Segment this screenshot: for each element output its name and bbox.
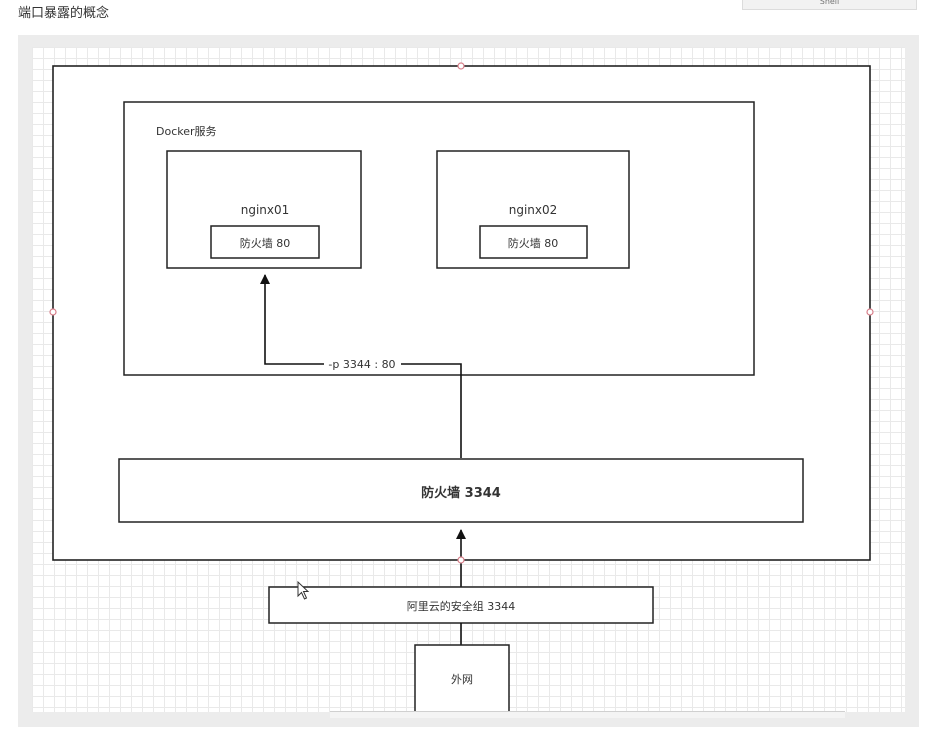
nginx02-firewall-label: 防火墙 80 xyxy=(508,236,559,250)
internet-label: 外网 xyxy=(451,673,473,686)
selection-handle-top[interactable] xyxy=(457,62,465,70)
port-mapping-label: -p 3344 : 80 xyxy=(328,358,395,371)
nginx02-label: nginx02 xyxy=(509,203,558,217)
selection-handle-bottom[interactable] xyxy=(457,556,465,564)
nginx01-firewall-label: 防火墙 80 xyxy=(240,236,291,250)
top-tab[interactable]: Shell xyxy=(742,0,917,10)
nginx02-firewall-box[interactable] xyxy=(479,225,588,259)
mouse-cursor-icon xyxy=(297,580,310,600)
security-group-box[interactable] xyxy=(268,586,654,624)
security-group-label: 阿里云的安全组 3344 xyxy=(407,599,516,613)
nginx01-label: nginx01 xyxy=(241,203,290,217)
selection-handle-left[interactable] xyxy=(49,308,57,316)
nginx01-firewall-box[interactable] xyxy=(210,225,320,259)
internet-box[interactable] xyxy=(414,644,510,711)
docker-service-label: Docker服务 xyxy=(156,125,217,138)
port-mapping-label-bg xyxy=(324,357,401,371)
host-firewall-box[interactable] xyxy=(118,458,804,523)
canvas-bottom-strip xyxy=(330,711,845,718)
selection-handle-right[interactable] xyxy=(866,308,874,316)
host-firewall-label: 防火墙 3344 xyxy=(421,485,501,501)
page-title: 端口暴露的概念 xyxy=(18,6,110,21)
